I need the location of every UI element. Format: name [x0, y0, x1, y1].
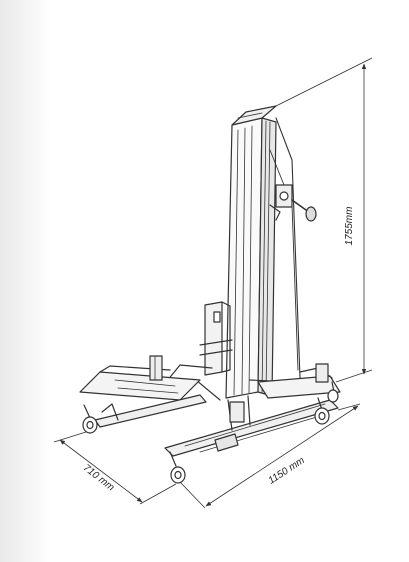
caster-right-rear	[327, 381, 339, 403]
scan-edge-shadow	[0, 0, 52, 562]
dimension-width	[53, 431, 177, 505]
length-dimension-label: 1150 mm	[266, 455, 306, 487]
dimension-length	[179, 403, 361, 509]
dimension-height	[275, 57, 373, 383]
height-dimension-label: 1755mm	[344, 207, 355, 246]
caster-left-rear	[82, 404, 98, 434]
caster-left-front	[169, 451, 186, 484]
material-lift-illustration	[79, 105, 341, 484]
